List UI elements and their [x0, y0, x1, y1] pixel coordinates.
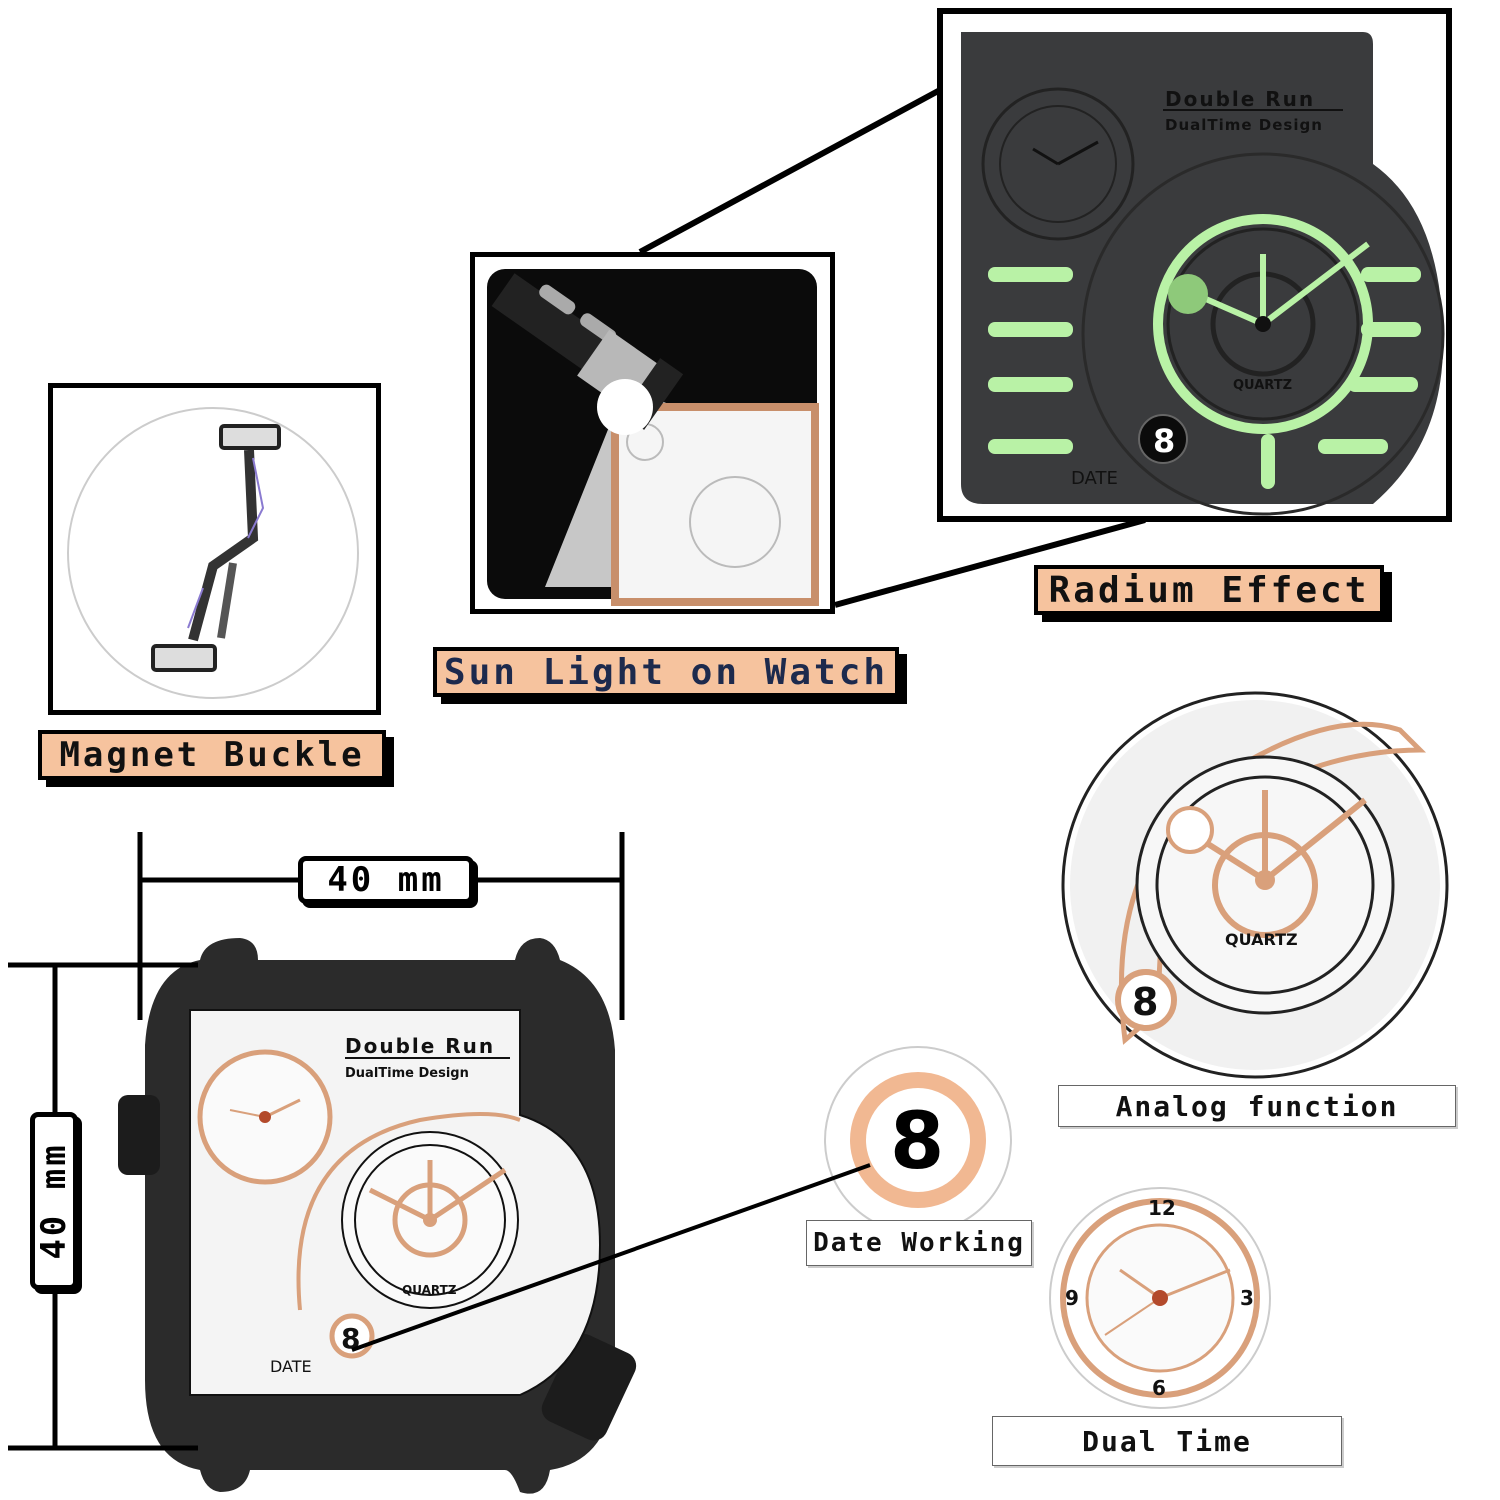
- date-working-image: 8: [824, 1046, 1012, 1234]
- radium-effect-label: Radium Effect: [1034, 565, 1384, 615]
- magnet-buckle-panel: [48, 383, 381, 715]
- sun-light-image: [487, 269, 819, 606]
- main-quartz: QUARTZ: [402, 1283, 457, 1297]
- radium-date-label: DATE: [1071, 468, 1118, 489]
- analog-quartz: QUARTZ: [1225, 930, 1298, 949]
- main-date-label: DATE: [270, 1357, 312, 1376]
- connector-lines-top: [638, 87, 1146, 608]
- analog-function-image: 8 QUARTZ: [1061, 691, 1449, 1079]
- sun-light-panel: [470, 252, 835, 614]
- height-dimension-label: 40 mm: [30, 1112, 78, 1290]
- magnet-buckle-image: [67, 407, 359, 699]
- analog-function-label: Analog function: [1058, 1085, 1456, 1127]
- height-dimension-text: 40 mm: [34, 1142, 74, 1260]
- radium-brand: Double Run: [1165, 87, 1315, 111]
- magnet-buckle-label: Magnet Buckle: [38, 730, 386, 780]
- date-working-value: 8: [890, 1097, 944, 1187]
- analog-date-value: 8: [1132, 980, 1158, 1024]
- main-brand: Double Run: [345, 1034, 495, 1058]
- radium-subtitle: DualTime Design: [1165, 116, 1323, 134]
- dual-time-label: Dual Time: [992, 1416, 1342, 1466]
- radium-effect-panel: Double Run DualTime Design QUARTZ 8 DATE: [937, 8, 1452, 522]
- radium-dial: Double Run DualTime Design QUARTZ 8 DATE: [961, 32, 1445, 516]
- main-watch: Double Run DualTime Design QUARTZ 8 DATE: [8, 832, 871, 1494]
- radium-quartz: QUARTZ: [1233, 378, 1292, 393]
- dual-time-image: 12 3 6 9: [1049, 1187, 1271, 1409]
- date-working-label: Date Working: [806, 1220, 1032, 1266]
- dual-time-numeral-9: 9: [1065, 1286, 1079, 1310]
- dual-time-numeral-3: 3: [1240, 1286, 1254, 1310]
- main-subtitle: DualTime Design: [345, 1066, 469, 1081]
- dual-time-numeral-12: 12: [1148, 1196, 1176, 1220]
- dual-time-numeral-6: 6: [1152, 1376, 1166, 1400]
- width-dimension-label: 40 mm: [298, 856, 474, 904]
- sun-light-label: Sun Light on Watch: [433, 647, 899, 697]
- radium-date-value: 8: [1153, 422, 1175, 460]
